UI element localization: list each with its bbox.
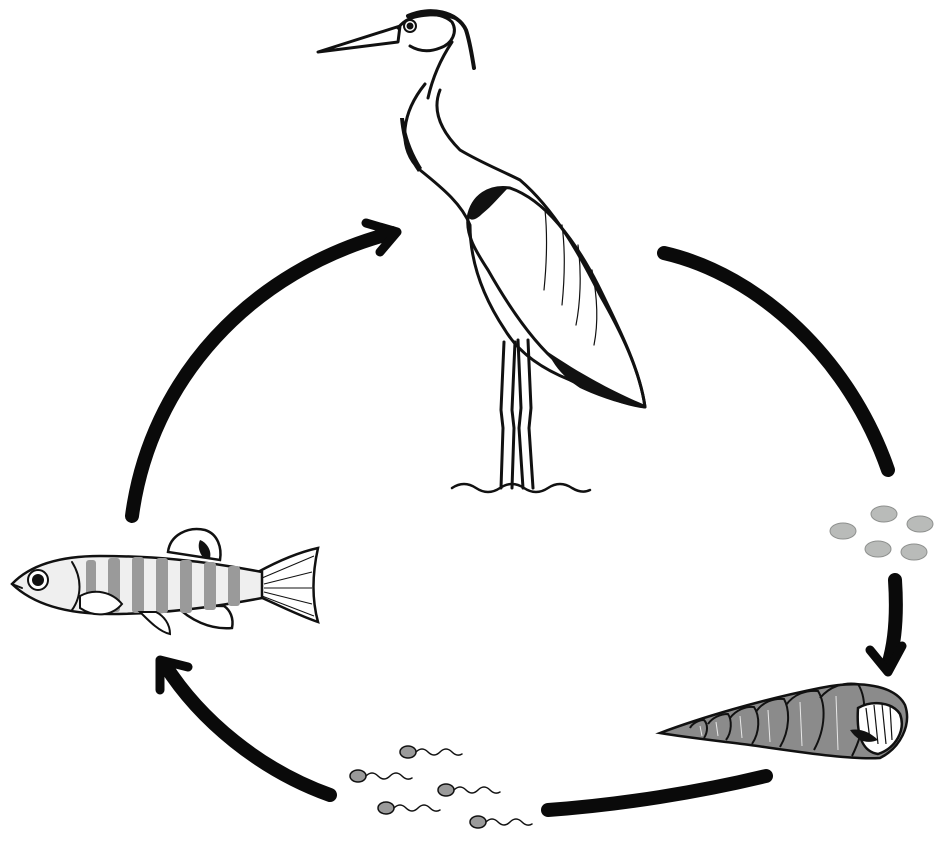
egg bbox=[830, 523, 856, 539]
cercaria bbox=[378, 802, 440, 814]
egg bbox=[865, 541, 891, 557]
egg bbox=[871, 506, 897, 522]
heron-feather-line bbox=[562, 225, 564, 305]
heron-leg-left bbox=[501, 342, 504, 488]
fish-dorsal-fin bbox=[168, 529, 220, 560]
heron-icon bbox=[318, 11, 645, 492]
cercariae-icon bbox=[350, 746, 532, 828]
heron-body bbox=[405, 84, 645, 407]
egg bbox=[901, 544, 927, 560]
arrow-fish-to-heron bbox=[132, 223, 397, 516]
egg bbox=[907, 516, 933, 532]
fish-pupil bbox=[32, 574, 44, 586]
cercaria bbox=[400, 746, 462, 758]
fish-tail bbox=[258, 548, 318, 622]
heron-beak bbox=[318, 26, 400, 52]
cercaria bbox=[438, 784, 500, 796]
heron-leg-right bbox=[518, 340, 523, 488]
heron-neck-streak bbox=[400, 118, 422, 172]
fish-pelvic-fin bbox=[140, 612, 170, 634]
arrow-eggs-to-snail bbox=[870, 580, 902, 672]
heron-feather-line bbox=[544, 210, 547, 290]
water-ripple bbox=[452, 484, 590, 492]
arrow-cercariae-to-fish bbox=[160, 660, 330, 795]
heron-pupil bbox=[407, 23, 414, 30]
heron-head bbox=[398, 14, 454, 51]
eggs-icon bbox=[830, 506, 933, 560]
cercaria bbox=[350, 770, 412, 782]
cercaria bbox=[470, 816, 532, 828]
snail-icon bbox=[660, 684, 907, 759]
heron-leg-left-inner bbox=[512, 342, 515, 488]
heron-leg-right-inner bbox=[528, 340, 533, 488]
arrow-snail-to-cercariae bbox=[548, 776, 766, 810]
arrow-heron-to-eggs bbox=[664, 253, 888, 470]
heron-shoulder-patch bbox=[468, 187, 508, 219]
fish-icon bbox=[12, 529, 318, 634]
